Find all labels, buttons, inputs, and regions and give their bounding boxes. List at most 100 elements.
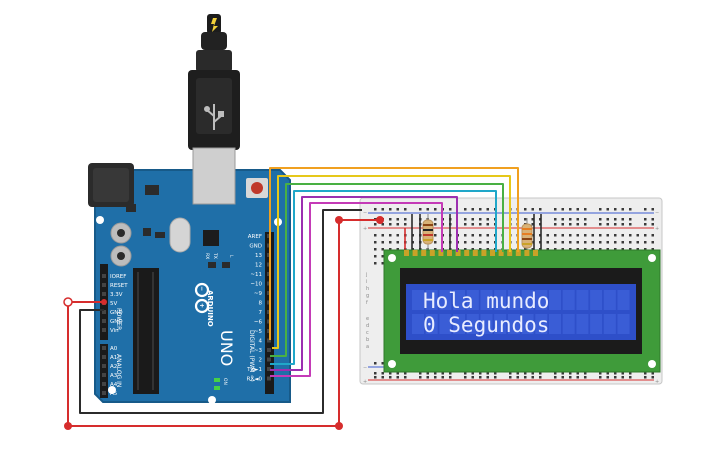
- terminal-hole: [531, 234, 534, 237]
- terminal-hole: [389, 248, 392, 251]
- rail-hole: [576, 208, 579, 211]
- power-pin-socket: [102, 274, 106, 278]
- lcd-char-cell: [603, 314, 616, 334]
- terminal-hole: [636, 248, 639, 251]
- terminal-hole: [374, 255, 377, 258]
- rail-hole: [381, 208, 384, 211]
- terminal-hole: [374, 241, 377, 244]
- rail-hole: [524, 208, 527, 211]
- breadboard-jumpers: [404, 214, 542, 252]
- rail-hole: [396, 372, 399, 375]
- terminal-hole: [381, 241, 384, 244]
- lcd-char-cell: [480, 290, 493, 310]
- lcd-char-cell: [535, 314, 548, 334]
- wire-pin2: [270, 202, 443, 377]
- rail-hole: [651, 376, 654, 379]
- lcd-line-2: 0 Segundos: [423, 313, 549, 337]
- rail-hole: [426, 372, 429, 375]
- rail-hole: [434, 372, 437, 375]
- rail-hole: [621, 208, 624, 211]
- rail-hole: [584, 372, 587, 375]
- lcd-char-cell: [453, 314, 466, 334]
- terminal-hole: [561, 234, 564, 237]
- rail-hole: [629, 223, 632, 226]
- rail-hole: [539, 208, 542, 211]
- rail-hole: [486, 223, 489, 226]
- lcd-pin: [421, 250, 427, 256]
- rail-hole: [449, 376, 452, 379]
- terminal-hole: [621, 241, 624, 244]
- terminal-hole: [599, 241, 602, 244]
- lcd-char-cell: [439, 314, 452, 334]
- terminal-hole: [591, 241, 594, 244]
- row-letter: j: [365, 272, 367, 278]
- rail-hole: [614, 372, 617, 375]
- power-pin-socket: [102, 292, 106, 296]
- wire-pin11: [272, 175, 511, 349]
- rail-hole: [554, 223, 557, 226]
- rail-hole: [599, 372, 602, 375]
- rail-hole: [464, 218, 467, 221]
- lcd-char-cell: [562, 290, 575, 310]
- terminal-hole: [621, 234, 624, 237]
- rail-hole: [584, 218, 587, 221]
- rail-hole: [464, 208, 467, 211]
- rail-hole: [389, 218, 392, 221]
- rail-hole: [479, 218, 482, 221]
- svg-text:−: −: [363, 210, 367, 216]
- digital-pin-label: TX►1: [246, 367, 262, 373]
- terminal-hole: [389, 234, 392, 237]
- terminal-hole: [614, 248, 617, 251]
- power-pin-label: RESET: [110, 283, 128, 289]
- terminal-hole: [576, 248, 579, 251]
- digital-pin-label: ~11: [250, 272, 262, 278]
- row-letter: b: [366, 337, 369, 343]
- rail-hole: [419, 376, 422, 379]
- lcd-char-cell: [412, 290, 424, 310]
- rail-hole: [479, 208, 482, 211]
- row-letter: c: [366, 330, 369, 336]
- rail-hole: [606, 372, 609, 375]
- rail-hole: [404, 376, 407, 379]
- terminal-hole: [629, 241, 632, 244]
- analog-pin-socket: [102, 382, 106, 386]
- rail-hole: [374, 376, 377, 379]
- lcd-char-cell: [617, 290, 630, 310]
- terminal-hole: [486, 241, 489, 244]
- rail-hole: [651, 208, 654, 211]
- terminal-hole: [599, 234, 602, 237]
- rail-hole: [569, 372, 572, 375]
- rail-hole: [381, 376, 384, 379]
- analog-pin-label: A5: [110, 391, 118, 397]
- rail-hole: [651, 372, 654, 375]
- rail-hole: [561, 223, 564, 226]
- analog-pin-label: A3: [110, 373, 118, 379]
- terminal-hole: [479, 241, 482, 244]
- digital-pin-label: AREF: [248, 234, 262, 240]
- rail-hole: [621, 376, 624, 379]
- rail-hole: [486, 372, 489, 375]
- rail-hole: [381, 362, 384, 365]
- rail-hole: [516, 372, 519, 375]
- rail-hole: [426, 208, 429, 211]
- rail-hole: [554, 372, 557, 375]
- terminal-hole: [606, 234, 609, 237]
- lcd-pin: [490, 250, 495, 256]
- terminal-hole: [584, 234, 587, 237]
- rail-hole: [419, 372, 422, 375]
- rail-hole: [644, 223, 647, 226]
- terminal-hole: [374, 248, 377, 251]
- rail-hole: [651, 223, 654, 226]
- terminal-hole: [584, 248, 587, 251]
- lcd-char-cell: [425, 290, 438, 310]
- power-pin-label: 3.3V: [110, 292, 123, 298]
- resistor-1: [422, 214, 434, 252]
- rail-hole: [606, 208, 609, 211]
- terminal-hole: [464, 241, 467, 244]
- lcd-pin: [472, 250, 478, 256]
- terminal-hole: [434, 234, 437, 237]
- terminal-hole: [569, 234, 572, 237]
- rail-hole: [531, 372, 534, 375]
- terminal-hole: [569, 241, 572, 244]
